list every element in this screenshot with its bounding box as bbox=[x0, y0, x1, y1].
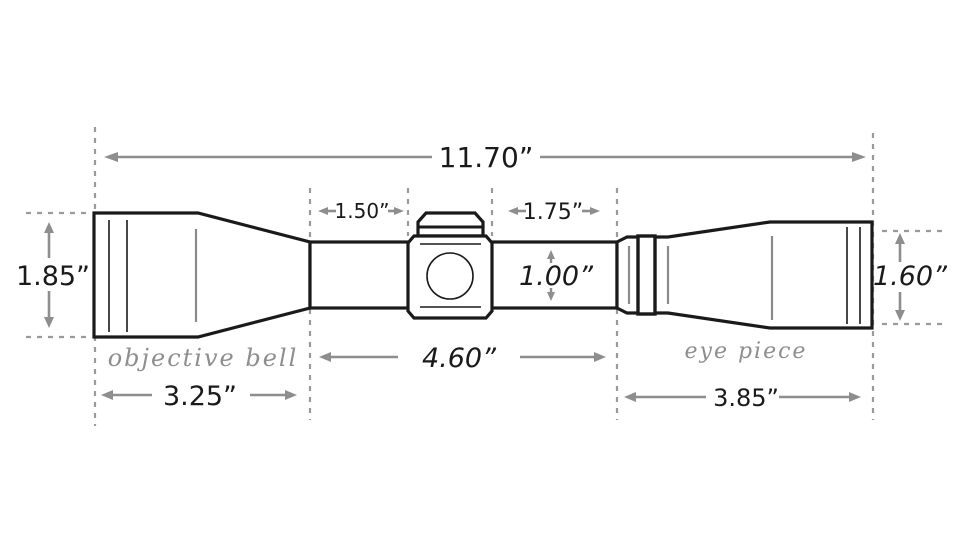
objective-bell-label: objective bell bbox=[108, 344, 299, 372]
objective-bell-length-dimension: 3.25” bbox=[101, 381, 297, 412]
arrow-left-icon bbox=[318, 207, 328, 215]
eyepiece-diameter-value: 1.60” bbox=[873, 261, 948, 292]
rear-ring-space-value: 1.75” bbox=[523, 200, 583, 225]
eyepiece-length-dimension: 3.85” bbox=[624, 384, 861, 412]
overall-length-dimension: 11.70” bbox=[104, 141, 866, 174]
tube-length-value: 4.60” bbox=[422, 343, 497, 374]
front-ring-space-value: 1.50” bbox=[335, 199, 390, 223]
arrow-left-icon bbox=[319, 352, 331, 362]
arrow-right-icon bbox=[852, 152, 866, 162]
arrow-right-icon bbox=[849, 392, 861, 402]
arrow-left-icon bbox=[624, 392, 636, 402]
arrow-right-icon bbox=[394, 207, 404, 215]
arrow-down-icon bbox=[44, 317, 54, 328]
objective-diameter-value: 1.85” bbox=[16, 261, 90, 292]
eye-piece-label: eye piece bbox=[685, 339, 808, 364]
arrow-right-icon bbox=[590, 207, 600, 215]
tube-length-dimension: 4.60” bbox=[319, 343, 606, 374]
arrow-left-icon bbox=[508, 207, 518, 215]
arrow-right-icon bbox=[285, 390, 297, 400]
eyepiece-length-value: 3.85” bbox=[713, 384, 779, 412]
arrow-right-icon bbox=[594, 352, 606, 362]
windage-knob-circle bbox=[426, 252, 474, 300]
turret-cap bbox=[416, 211, 485, 238]
scope-body bbox=[92, 211, 874, 339]
arrow-left-icon bbox=[104, 152, 118, 162]
arrow-up-icon bbox=[547, 250, 555, 259]
tube-diameter-value: 1.00” bbox=[519, 261, 594, 292]
arrow-up-icon bbox=[44, 222, 54, 233]
objective-bell-length-value: 3.25” bbox=[163, 381, 237, 412]
overall-length-value: 11.70” bbox=[439, 141, 534, 174]
tube-diameter-dimension: 1.00” bbox=[519, 250, 594, 301]
arrow-up-icon bbox=[895, 233, 905, 244]
eyepiece-power-ring bbox=[636, 234, 657, 316]
objective-diameter-dimension: 1.85” bbox=[16, 222, 90, 328]
eyepiece-diameter-dimension: 1.60” bbox=[873, 233, 948, 321]
rear-ring-space-dimension: 1.75” bbox=[508, 200, 600, 225]
arrow-left-icon bbox=[101, 390, 113, 400]
arrow-down-icon bbox=[547, 292, 555, 301]
front-ring-space-dimension: 1.50” bbox=[318, 199, 404, 223]
arrow-down-icon bbox=[895, 310, 905, 321]
